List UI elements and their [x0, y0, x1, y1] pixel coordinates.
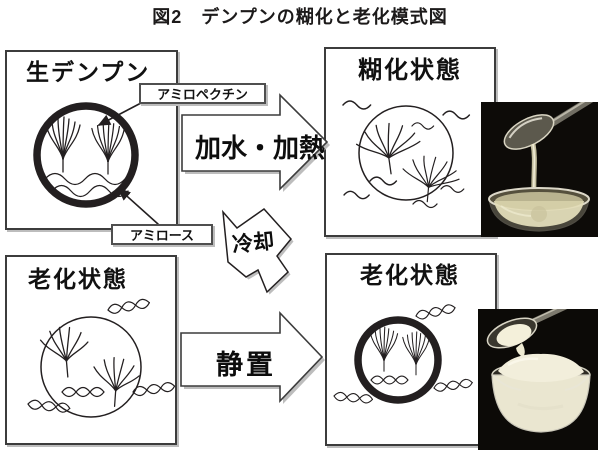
gelatinized-starch-spoon-photo: [481, 102, 598, 237]
stand-arrow-label: 静置: [216, 350, 276, 380]
figure-title: 図2 デンプンの糊化と老化模式図: [152, 7, 448, 27]
retrograded-starch-spoon-photo: [478, 309, 598, 450]
panel-title-aged-right: 老化状態: [360, 262, 460, 288]
cool-arrow-label: 冷却: [231, 229, 276, 258]
panel-title-raw-starch: 生デンプン: [26, 59, 151, 85]
amylopectin-label: アミロペクチン: [139, 83, 266, 104]
panel-title-aged-left: 老化状態: [28, 266, 128, 292]
heat-arrow-label: 加水・加熱: [194, 133, 325, 163]
panel-title-gelatinized: 糊化状態: [358, 57, 462, 84]
amylose-label: アミロース: [111, 224, 213, 245]
